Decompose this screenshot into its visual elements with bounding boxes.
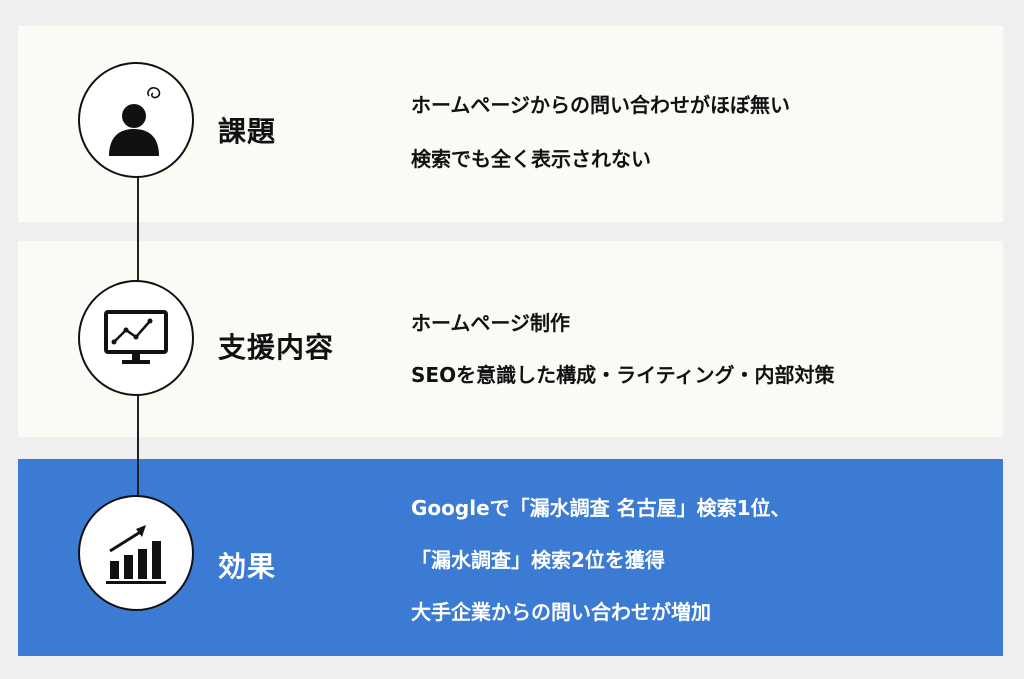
monitor-chart-icon (104, 310, 168, 364)
support-icon-circle (78, 280, 194, 396)
result-line-1: Googleで「漏水調査 名古屋」検索1位、 (411, 496, 791, 520)
bar-chart-growth-icon (106, 525, 166, 584)
support-line-1: ホームページ制作 (411, 311, 570, 335)
support-label: 支援内容 (218, 331, 335, 364)
result-lines: Googleで「漏水調査 名古屋」検索1位、 「漏水調査」検索2位を獲得 大手企… (411, 498, 791, 622)
issue-label: 課題 (218, 115, 277, 148)
support-line-2: SEOを意識した構成・ライティング・内部対策 (411, 363, 835, 387)
issue-lines: ホームページからの問い合わせがほぼ無い 検索でも全く表示されない (411, 95, 790, 169)
result-line-3: 大手企業からの問い合わせが増加 (411, 600, 711, 624)
result-line-2: 「漏水調査」検索2位を獲得 (411, 548, 665, 572)
issue-icon-circle (78, 62, 194, 178)
result-label: 効果 (218, 550, 277, 583)
result-icon-circle (78, 495, 194, 611)
issue-line-1: ホームページからの問い合わせがほぼ無い (411, 93, 790, 117)
person-thinking-icon (109, 87, 161, 156)
support-lines: ホームページ制作 SEOを意識した構成・ライティング・内部対策 (411, 313, 834, 385)
issue-line-2: 検索でも全く表示されない (411, 147, 651, 171)
